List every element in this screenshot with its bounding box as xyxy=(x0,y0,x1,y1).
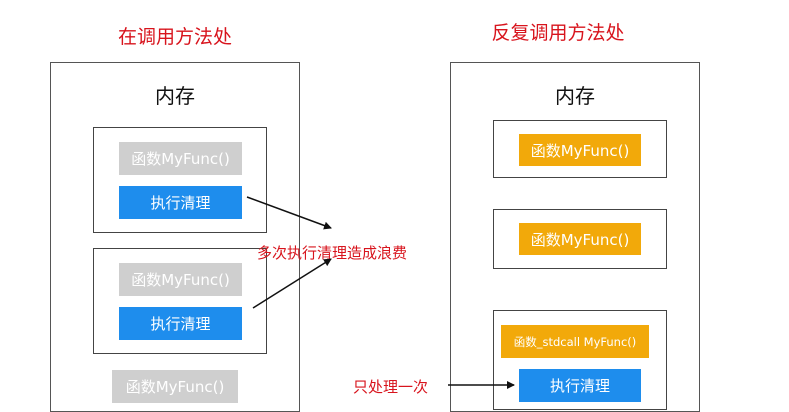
right-func-chip-2: 函数MyFunc() xyxy=(519,223,641,255)
right-memory-title: 内存 xyxy=(555,84,595,108)
left-cleanup-chip-2: 执行清理 xyxy=(119,307,242,340)
left-func-chip-1: 函数MyFunc() xyxy=(119,142,242,175)
right-func-chip-1: 函数MyFunc() xyxy=(519,134,641,166)
arrow-layer xyxy=(246,196,515,389)
arrow-from-first-cleanup xyxy=(246,196,332,230)
left-cleanup-chip-1: 执行清理 xyxy=(119,186,242,219)
diagram-page: { "left": { "heading": "在调用方法处", "panel_… xyxy=(50,22,700,412)
left-func-chip-3: 函数MyFunc() xyxy=(112,370,238,403)
left-func-chip-2: 函数MyFunc() xyxy=(119,263,242,296)
arrow-from-second-cleanup xyxy=(252,258,332,309)
left-memory-title: 内存 xyxy=(155,84,195,108)
once-annotation: 只处理一次 xyxy=(353,378,429,396)
right-stdcall-func-chip: 函数_stdcall MyFunc() xyxy=(501,325,649,358)
right-section-heading: 反复调用方法处 xyxy=(491,22,625,44)
left-section-heading: 在调用方法处 xyxy=(117,26,232,48)
waste-annotation: 多次执行清理造成浪费 xyxy=(257,244,408,262)
right-cleanup-chip: 执行清理 xyxy=(519,369,641,402)
